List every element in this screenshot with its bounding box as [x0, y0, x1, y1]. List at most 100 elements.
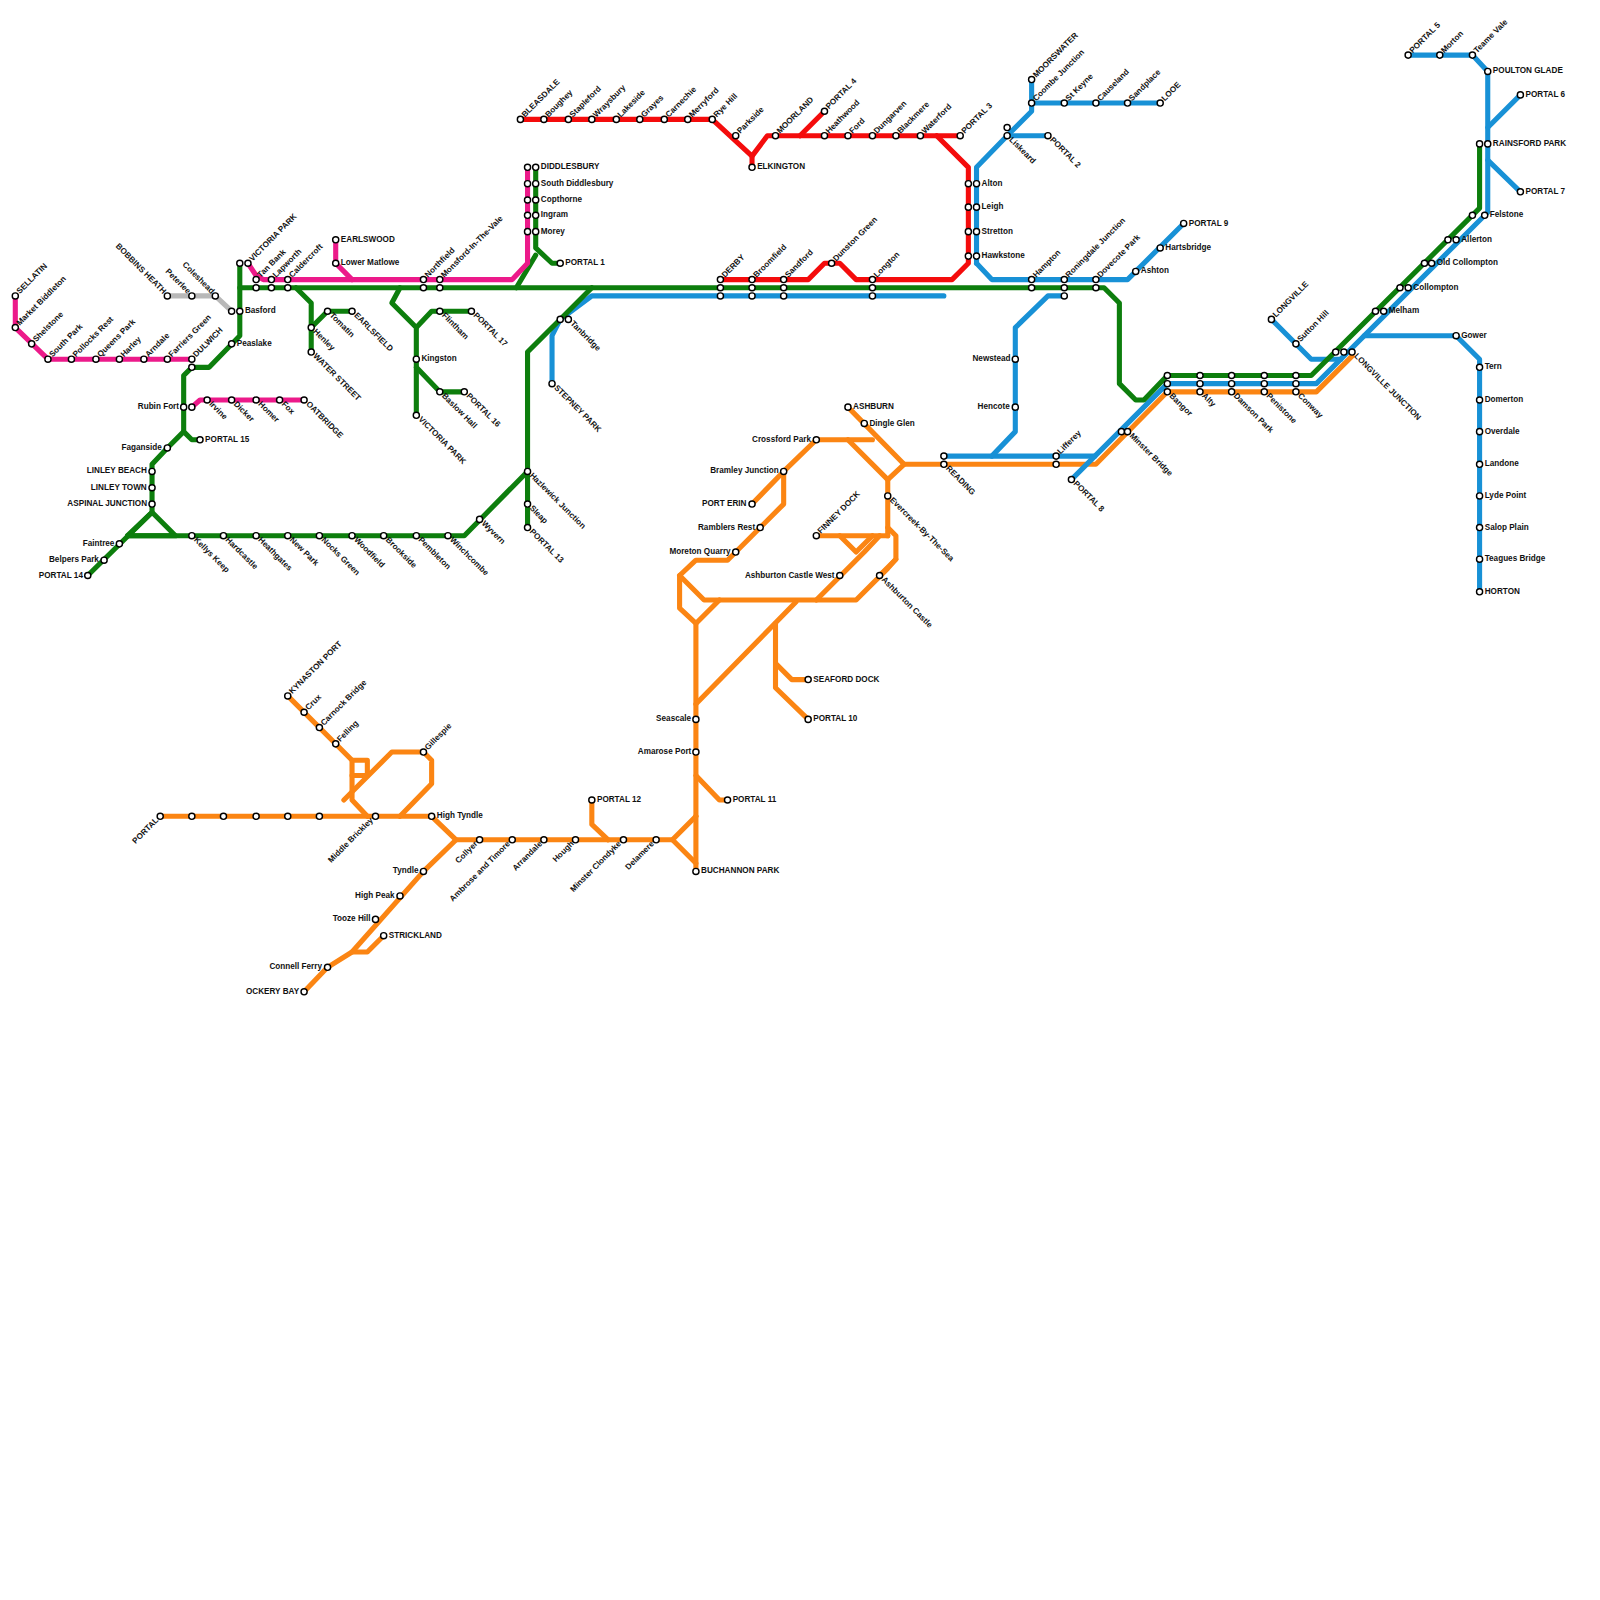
station-marker	[709, 116, 715, 122]
station-label: Peaslake	[237, 339, 272, 349]
station-marker	[220, 813, 226, 819]
station-label: DIDDLESBURY	[541, 162, 600, 172]
station-label: Tanbridge	[568, 319, 603, 354]
station-marker	[1093, 285, 1099, 291]
station-marker	[693, 716, 699, 722]
station-marker	[821, 108, 827, 114]
station-label: Ashburton Castle	[879, 575, 934, 630]
station-marker	[829, 260, 835, 266]
station-label: Hawkstone	[982, 251, 1025, 261]
station-marker	[420, 749, 426, 755]
station-marker	[589, 797, 595, 803]
station-marker	[141, 356, 147, 362]
station-label: Lower Matlowe	[341, 258, 400, 268]
station-label: Hartsbridge	[1165, 243, 1211, 253]
station-label: EARLSWOOD	[341, 235, 395, 245]
station-marker	[1517, 92, 1523, 98]
station-marker	[805, 677, 811, 683]
station-marker	[524, 212, 530, 218]
station-marker	[1437, 52, 1443, 58]
station-marker	[1164, 381, 1170, 387]
station-label: Brookside	[383, 535, 418, 570]
station-marker	[957, 133, 963, 139]
station-marker	[941, 453, 947, 459]
station-marker	[685, 116, 691, 122]
station-label: Leigh	[982, 202, 1004, 212]
station-label: Henley	[311, 327, 337, 353]
station-label: Old Collompton	[1437, 258, 1498, 268]
station-label: Felling	[335, 719, 361, 745]
station-label: Ramblers Rest	[698, 522, 755, 532]
station-marker	[229, 308, 235, 314]
station-marker	[733, 133, 739, 139]
station-marker	[437, 277, 443, 283]
station-label: Flintham	[439, 311, 470, 342]
station-label: Tyndle	[393, 866, 419, 876]
station-marker	[1477, 429, 1483, 435]
station-marker	[372, 916, 378, 922]
station-label: BUCHANNON PARK	[701, 866, 779, 876]
station-label: Causeland	[1095, 67, 1131, 103]
station-label: Bangor	[1167, 391, 1194, 418]
station-marker	[861, 420, 867, 426]
station-marker	[85, 572, 91, 578]
station-label: STRICKLAND	[389, 931, 442, 941]
station-label: High Tyndle	[437, 811, 483, 821]
station-label: ASPINAL JUNCTION	[67, 499, 147, 509]
station-marker	[1477, 493, 1483, 499]
station-marker	[1157, 245, 1163, 251]
station-label: PORTAL 11	[733, 795, 777, 805]
station-label: Longton	[872, 250, 902, 280]
station-label: VICTORIA PARK	[416, 415, 468, 467]
station-marker	[1164, 372, 1170, 378]
station-marker	[164, 356, 170, 362]
station-marker	[268, 277, 274, 283]
station-marker	[1093, 277, 1099, 283]
station-marker	[533, 164, 539, 170]
station-marker	[437, 285, 443, 291]
station-label: PORT ERIN	[702, 499, 746, 509]
station-marker	[316, 724, 322, 730]
orange-line	[160, 356, 1352, 992]
station-marker	[1061, 285, 1067, 291]
station-marker	[973, 181, 979, 187]
station-marker	[1268, 316, 1274, 322]
station-label: LOOE	[1160, 80, 1184, 104]
station-label: PORTAL 3	[960, 101, 995, 136]
station-marker	[749, 164, 755, 170]
station-marker	[837, 572, 843, 578]
station-marker	[1157, 100, 1163, 106]
station-label: South Diddlesbury	[541, 179, 614, 189]
station-marker	[189, 404, 195, 410]
station-marker	[420, 277, 426, 283]
station-marker	[733, 549, 739, 555]
station-marker	[781, 468, 787, 474]
station-label: PORTAL	[131, 816, 162, 847]
station-label: PORTAL 14	[39, 570, 83, 580]
station-marker	[572, 837, 578, 843]
station-label: Lyde Point	[1485, 491, 1526, 501]
station-label: Delamere	[623, 839, 656, 872]
station-marker	[1004, 124, 1010, 130]
station-marker	[189, 813, 195, 819]
grey-line	[167, 296, 231, 311]
station-marker	[1029, 277, 1035, 283]
station-label: POULTON GLADE	[1493, 66, 1563, 76]
station-label: Bramley Junction	[710, 466, 779, 476]
station-marker	[1445, 237, 1451, 243]
station-markers	[12, 52, 1523, 995]
station-marker	[781, 293, 787, 299]
station-label: Sandplace	[1127, 68, 1163, 104]
station-marker	[757, 524, 763, 530]
station-marker	[285, 813, 291, 819]
station-marker	[1293, 341, 1299, 347]
station-label: Minster Bridge	[1127, 431, 1175, 479]
station-label: St Keyne	[1064, 72, 1096, 104]
station-label: PORTAL 1	[565, 258, 605, 268]
station-marker	[869, 133, 875, 139]
station-marker	[429, 813, 435, 819]
station-marker	[1012, 404, 1018, 410]
station-marker	[893, 133, 899, 139]
